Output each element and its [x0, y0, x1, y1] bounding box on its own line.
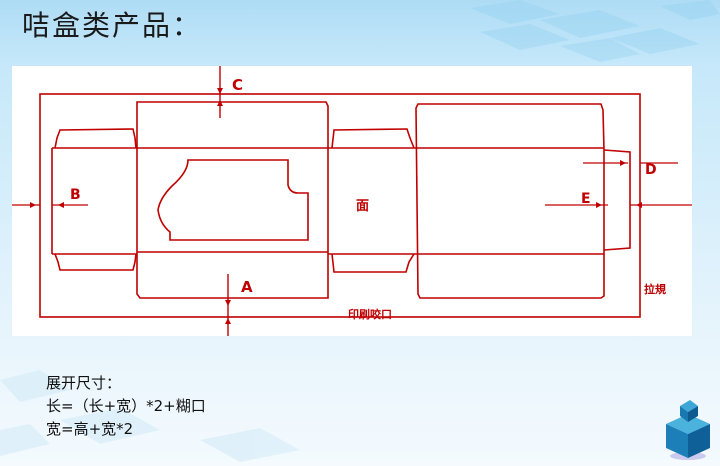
- blue-cube-icon: [666, 400, 710, 460]
- left-side-panel: [51, 147, 137, 255]
- arrow-c-down: [217, 88, 223, 94]
- left-top-tab: [54, 128, 137, 149]
- side-top-tab: [331, 128, 415, 149]
- left-bottom-tab: [54, 253, 137, 271]
- arrow-e-right: [596, 202, 602, 208]
- glue-flap: [603, 149, 631, 251]
- front-panel: [136, 101, 329, 299]
- label-side-guide: 拉規: [644, 282, 666, 296]
- length-formula: 长=（长+宽）*2+糊口: [46, 397, 206, 415]
- back-panel: [415, 103, 605, 299]
- arrow-a-down: [225, 300, 231, 306]
- notes-heading: 展开尺寸：: [46, 374, 122, 392]
- slide-title: 咭盒类产品：: [22, 9, 203, 42]
- arrow-d-right: [620, 160, 626, 166]
- arrow-c-up: [217, 100, 223, 106]
- side-bottom-tab: [331, 253, 415, 273]
- dieline-panel: C B A E D 面 印刷咬口 拉規: [12, 66, 692, 336]
- label-e: E: [581, 191, 591, 207]
- arrow-e-left: [636, 202, 642, 208]
- label-b: B: [70, 187, 81, 203]
- arrow-b-left: [58, 202, 64, 208]
- width-formula: 宽=高+宽*2: [46, 420, 134, 438]
- label-c: C: [232, 76, 243, 94]
- side-panel: [328, 147, 416, 255]
- arrow-a-up: [225, 318, 231, 324]
- label-a: A: [241, 278, 253, 296]
- window-cutout: [157, 159, 309, 241]
- unfold-size-notes: 展开尺寸： 长=（长+宽）*2+糊口 宽=高+宽*2: [46, 372, 206, 441]
- arrow-b-right: [30, 202, 36, 208]
- label-face: 面: [356, 199, 369, 214]
- label-gripper-edge: 印刷咬口: [348, 307, 392, 321]
- label-d: D: [645, 162, 657, 178]
